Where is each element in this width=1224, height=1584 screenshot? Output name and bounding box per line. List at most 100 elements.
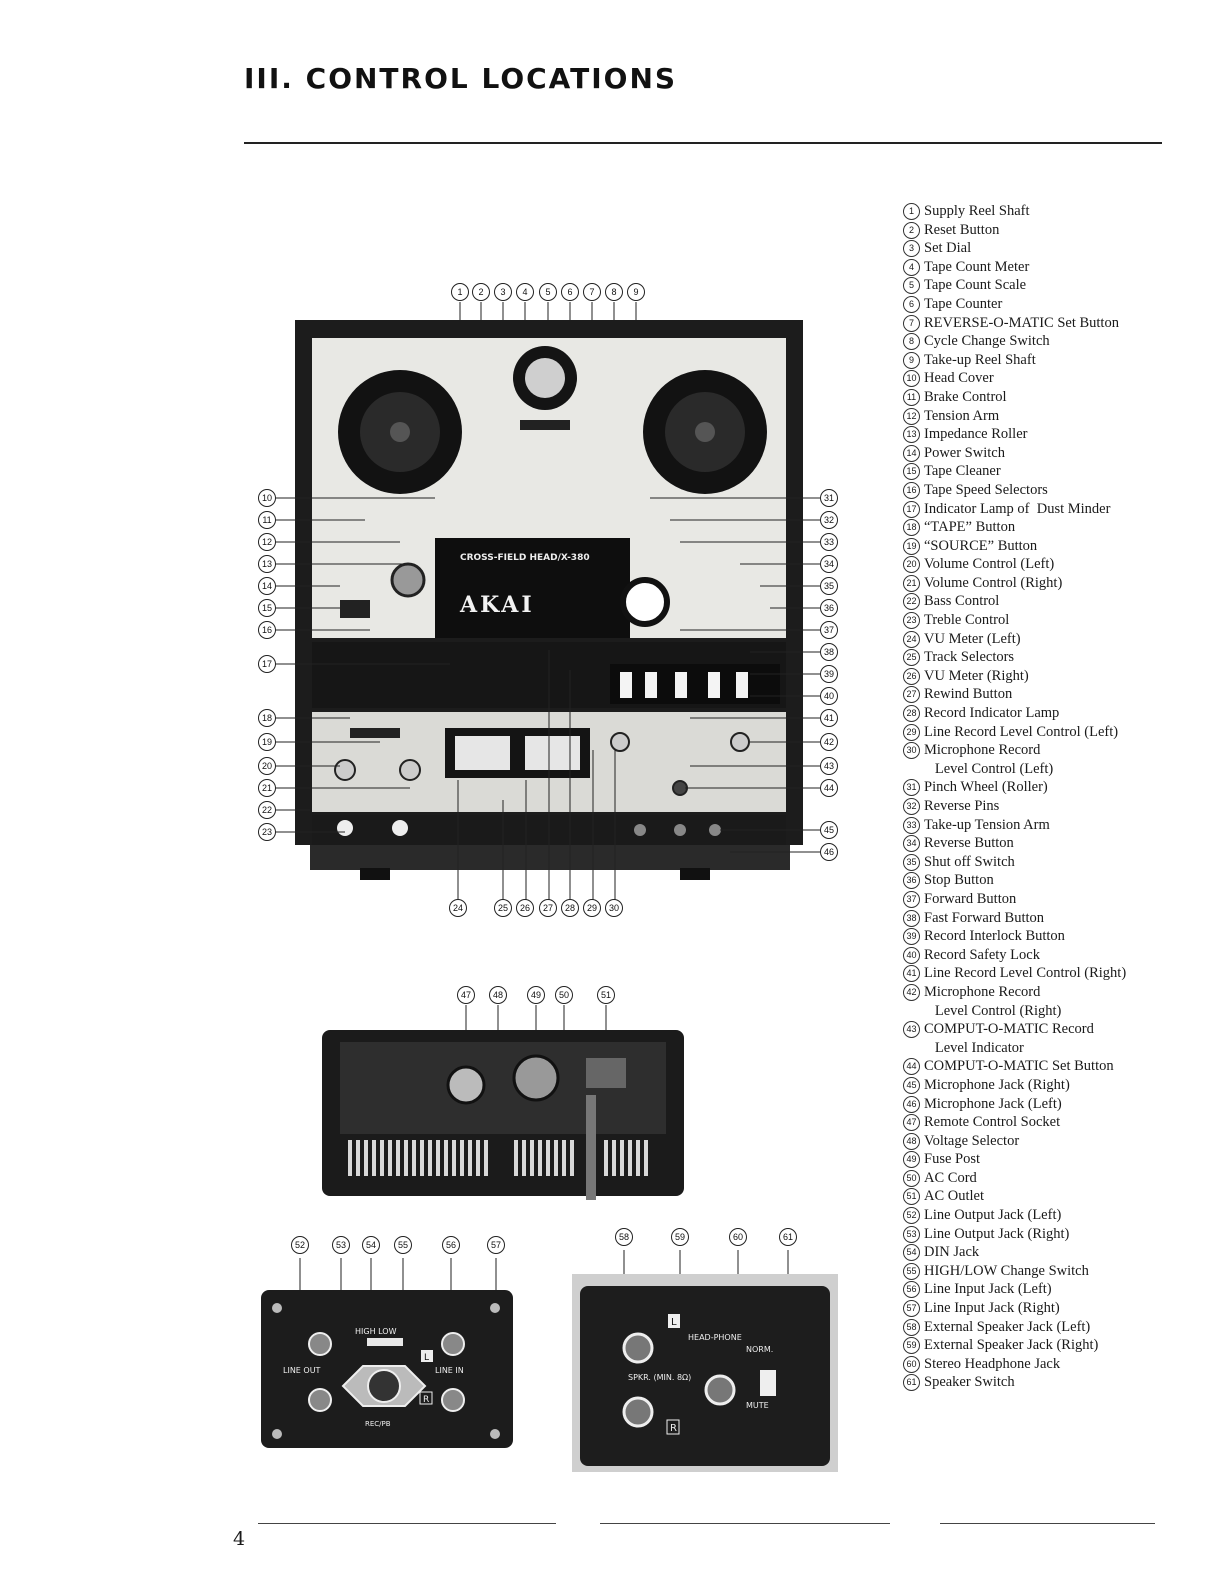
- callout-16: 16: [258, 621, 276, 639]
- legend-label: Stereo Headphone Jack: [924, 1355, 1061, 1372]
- callout-55: 55: [394, 1236, 412, 1254]
- legend-label: Set Dial: [924, 240, 972, 257]
- headphone-label: HEAD-PHONE: [688, 1333, 742, 1342]
- legend-number: 22: [903, 593, 920, 611]
- legend-number: 57: [903, 1300, 920, 1318]
- high-low-label: HIGH LOW: [355, 1327, 397, 1336]
- legend-label: Head Cover: [924, 370, 994, 387]
- callout-24: 24: [449, 899, 467, 917]
- rec-pb-label: REC/PB: [365, 1420, 391, 1428]
- callout-25: 25: [494, 899, 512, 917]
- legend-number: 2: [903, 221, 920, 239]
- legend-number: 49: [903, 1151, 920, 1169]
- callout-32: 32: [820, 511, 838, 529]
- callout-31: 31: [820, 489, 838, 507]
- legend-item: 19“SOURCE” Button: [903, 537, 1193, 556]
- legend-number: 53: [903, 1225, 920, 1243]
- legend-number: 58: [903, 1318, 920, 1336]
- callout-39: 39: [820, 665, 838, 683]
- legend-label: Line Record Level Control (Right): [924, 965, 1127, 982]
- legend-number: 52: [903, 1207, 920, 1225]
- legend-label: External Speaker Jack (Left): [924, 1318, 1091, 1335]
- callout-47: 47: [457, 986, 475, 1004]
- callout-18: 18: [258, 709, 276, 727]
- legend-number: 5: [903, 277, 920, 295]
- legend-label: REVERSE-O-MATIC Set Button: [924, 314, 1119, 331]
- callout-42: 42: [820, 733, 838, 751]
- callout-29: 29: [583, 899, 601, 917]
- callout-22: 22: [258, 801, 276, 819]
- legend-label: COMPUT-O-MATIC Set Button: [924, 1058, 1114, 1075]
- legend-label: VU Meter (Left): [924, 630, 1021, 647]
- legend-number: 13: [903, 426, 920, 444]
- legend-number: 32: [903, 798, 920, 815]
- legend-number: 21: [903, 574, 920, 592]
- legend-number: 51: [903, 1188, 920, 1206]
- callout-52: 52: [291, 1236, 309, 1254]
- legend-label: DIN Jack: [924, 1244, 980, 1261]
- legend-number: 35: [903, 853, 920, 871]
- legend-label: Remote Control Socket: [924, 1114, 1061, 1131]
- legend-item: 18“TAPE” Button: [903, 518, 1193, 537]
- legend-label: “TAPE” Button: [924, 519, 1016, 536]
- left-channel-mark: L: [424, 1353, 429, 1363]
- callout-14: 14: [258, 577, 276, 595]
- legend-number: 60: [903, 1355, 920, 1373]
- callout-61: 61: [779, 1228, 797, 1246]
- legend-label: Speaker Switch: [924, 1374, 1015, 1391]
- legend-number: 29: [903, 723, 920, 741]
- callout-48: 48: [489, 986, 507, 1004]
- legend-number: 55: [903, 1262, 920, 1280]
- legend-number: 36: [903, 872, 920, 890]
- legend-label: Take-up Reel Shaft: [924, 351, 1036, 368]
- legend-number: 19: [903, 537, 920, 555]
- legend-number: 28: [903, 705, 920, 723]
- legend-label: Reverse Button: [924, 835, 1014, 852]
- callout-8: 8: [605, 283, 623, 301]
- callout-11: 11: [258, 511, 276, 529]
- callout-20: 20: [258, 757, 276, 775]
- legend-number: 10: [903, 370, 920, 388]
- legend-number: 48: [903, 1132, 920, 1150]
- legend-number: 18: [903, 519, 920, 537]
- legend-number: 37: [903, 890, 920, 908]
- callout-36: 36: [820, 599, 838, 617]
- legend-label: Fuse Post: [924, 1151, 981, 1168]
- legend-label: Power Switch: [924, 444, 1005, 461]
- legend-number: 38: [903, 909, 920, 927]
- callout-41: 41: [820, 709, 838, 727]
- legend-label: Tape Counter: [924, 295, 1003, 312]
- legend-number: 44: [903, 1058, 920, 1076]
- legend-label: Impedance Roller: [924, 426, 1028, 443]
- legend-label: Treble Control: [924, 612, 1010, 629]
- callout-26: 26: [516, 899, 534, 917]
- callout-7: 7: [583, 283, 601, 301]
- callout-4: 4: [516, 283, 534, 301]
